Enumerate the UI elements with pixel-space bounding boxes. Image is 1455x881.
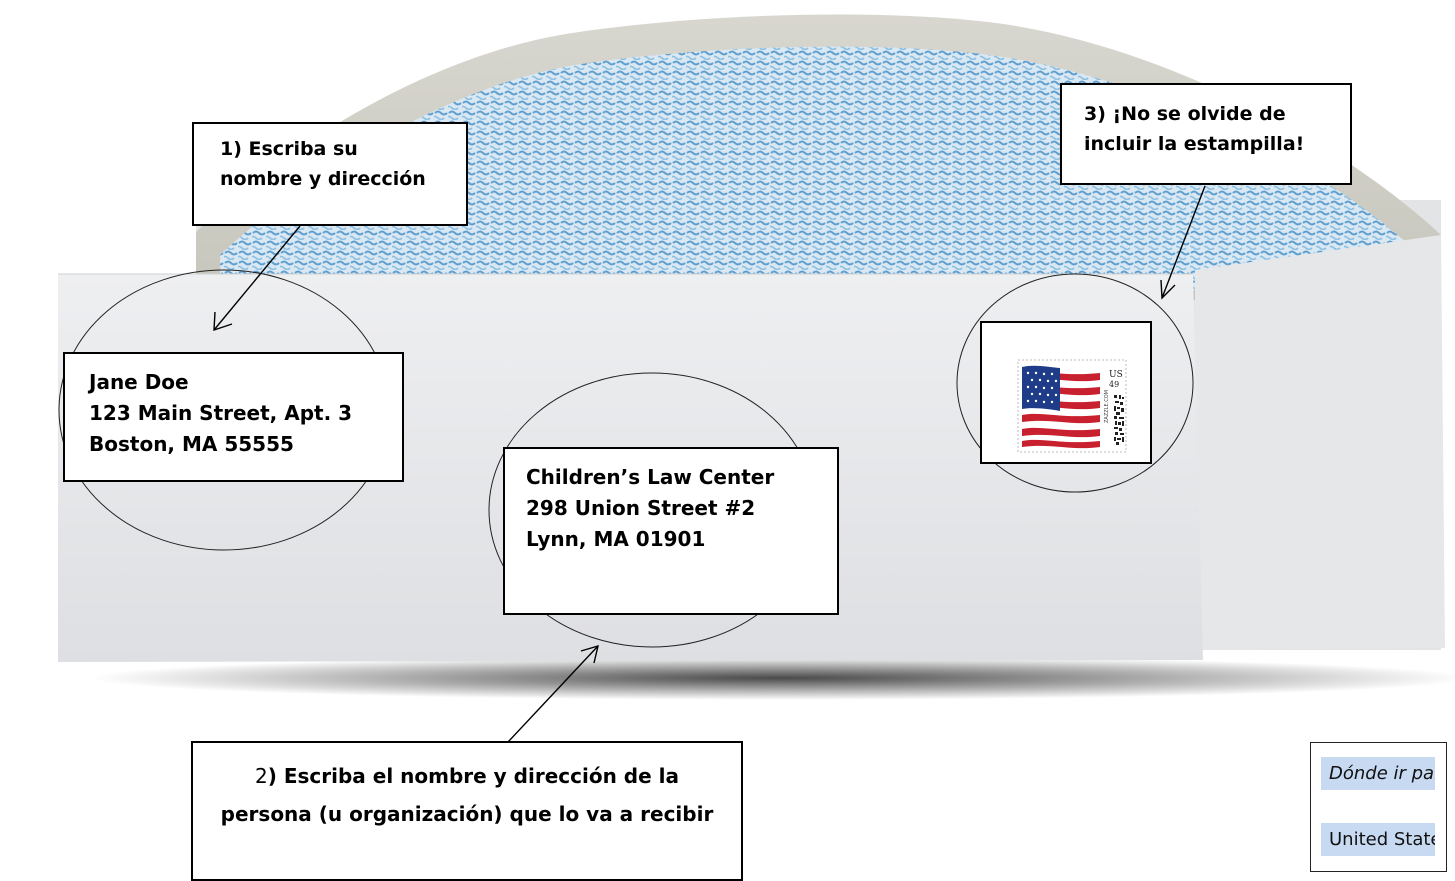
step-2-line-1-text: ) Escriba el nombre y dirección de la: [267, 764, 679, 788]
mail-info-panel: Dónde ir para enviar correo: United Stat…: [1310, 742, 1447, 872]
mail-info-usps: United States Postal Services: [1321, 823, 1435, 856]
step-3-line-2: incluir la estampilla!: [1084, 133, 1305, 155]
envelope-shadow: [90, 656, 1455, 700]
arrow-1: [213, 225, 301, 331]
sender-name: Jane Doe: [89, 370, 189, 394]
sender-address-box: Jane Doe 123 Main Street, Apt. 3 Boston,…: [63, 352, 404, 482]
recipient-street: 298 Union Street #2: [526, 496, 756, 520]
step-3-line-1: 3) ¡No se olvide de: [1084, 103, 1286, 125]
stamp-side-text: ZAZZLE.COM: [1104, 390, 1110, 423]
sender-street: 123 Main Street, Apt. 3: [89, 401, 353, 425]
sender-city: Boston, MA 55555: [89, 432, 294, 456]
stamp-circle: [956, 273, 1194, 493]
arrow-3-head: [1160, 279, 1176, 300]
stamp-box: US 49 ZAZZLE.COM: [980, 321, 1152, 464]
stamp-qr-code-icon: [1114, 395, 1124, 445]
step-3-callout: 3) ¡No se olvide de incluir la estampill…: [1060, 83, 1352, 185]
back-envelope-right: [1195, 235, 1445, 650]
stamp-denomination: 49: [1109, 380, 1119, 389]
arrow-3: [1161, 185, 1206, 299]
step-1-line-1: 1) Escriba su: [220, 138, 358, 160]
flag-stamp-icon: US 49 ZAZZLE.COM: [1017, 359, 1127, 453]
step-2-line-2: persona (u organización) que lo va a rec…: [220, 802, 714, 826]
step-2-line-1: 2) Escriba el nombre y dirección de la: [193, 757, 741, 795]
stamp-country: US: [1109, 370, 1123, 380]
step-2-number: 2: [255, 764, 268, 788]
mail-info-heading: Dónde ir para enviar correo:: [1321, 757, 1435, 790]
arrow-2: [507, 645, 599, 743]
recipient-name: Children’s Law Center: [526, 465, 775, 489]
recipient-city: Lynn, MA 01901: [526, 527, 706, 551]
arrow-1-head: [213, 311, 233, 331]
step-1-line-2: nombre y dirección: [220, 168, 426, 190]
recipient-address-box: Children’s Law Center 298 Union Street #…: [503, 447, 839, 615]
arrow-2-head: [580, 644, 599, 664]
step-2-callout: 2) Escriba el nombre y dirección de la p…: [191, 741, 743, 881]
step-1-callout: 1) Escriba su nombre y dirección: [192, 122, 468, 226]
